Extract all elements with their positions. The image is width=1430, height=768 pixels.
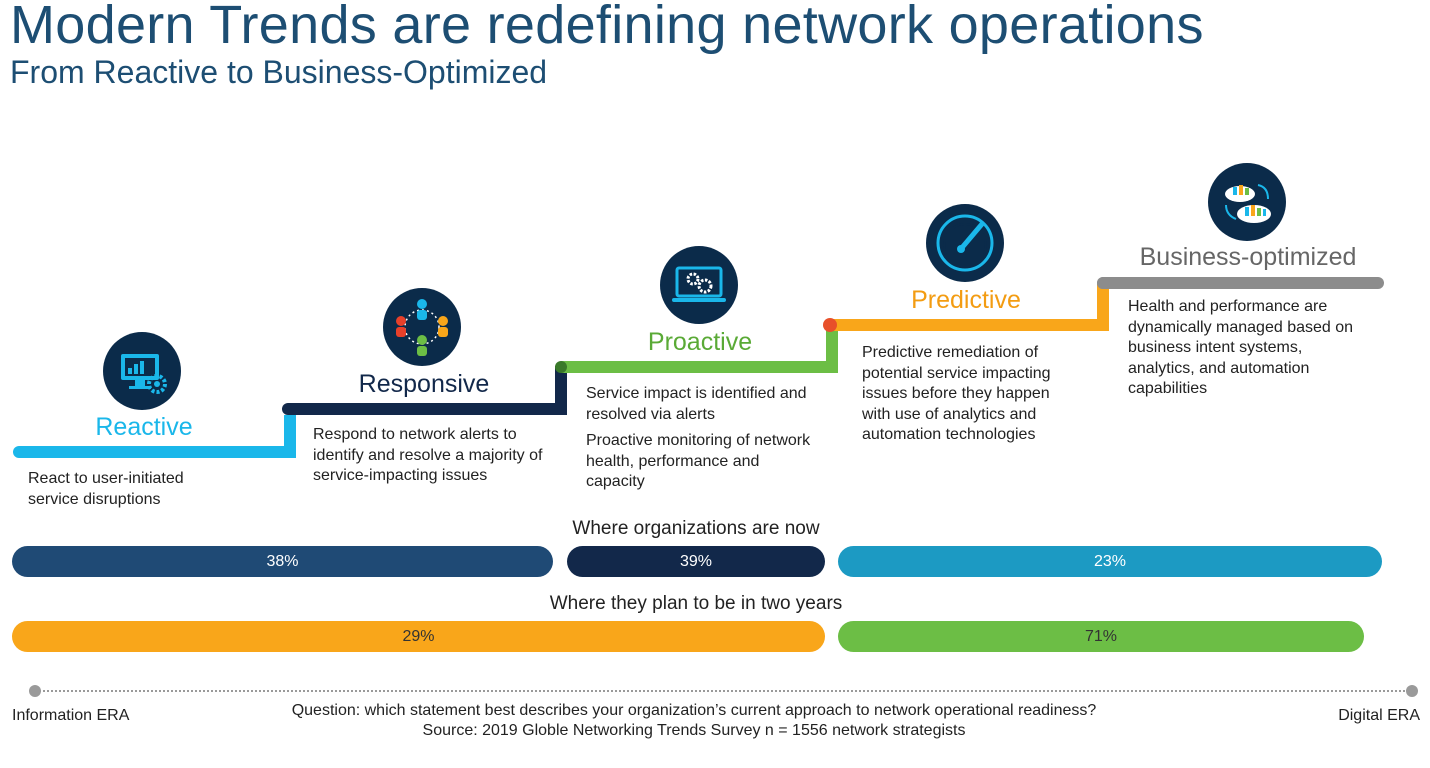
now-bar-reactive-responsive: 38%	[12, 546, 553, 577]
future-bar-up-to-proactive: 29%	[12, 621, 825, 652]
laptop-gears-icon	[660, 246, 738, 324]
page-subtitle: From Reactive to Business-Optimized	[10, 54, 548, 90]
step-reactive-line	[19, 415, 296, 458]
survey-question: Question: which statement best describes…	[291, 702, 1097, 719]
stage-description-proactive: Service impact is identified and resolve…	[586, 385, 811, 490]
stage-description-responsive: Respond to network alerts to identify an…	[313, 426, 543, 484]
survey-source: Source: 2019 Globle Networking Trends Su…	[422, 722, 966, 739]
stage-description-business-optimized: Health and performance are dynamically m…	[1128, 298, 1354, 397]
gauge-icon	[926, 204, 1004, 282]
step-predictive-line	[830, 283, 1109, 331]
step-proactive-dot	[555, 361, 567, 373]
era-timeline	[35, 690, 1413, 692]
step-responsive-line	[288, 366, 567, 415]
timeline-end-dot	[1406, 685, 1418, 697]
now-section-label: Where organizations are now	[572, 518, 820, 539]
stage-title-proactive: Proactive	[647, 328, 753, 356]
future-bar-predictive-business: 71%	[838, 621, 1364, 652]
step-reactive-dot	[13, 446, 25, 458]
cloud-sync-icon	[1208, 163, 1286, 241]
timeline-start-label: Information ERA	[12, 707, 130, 724]
now-bar-proactive: 39%	[567, 546, 825, 577]
step-proactive-line	[561, 324, 838, 373]
timeline-end-label: Digital ERA	[1338, 707, 1420, 724]
future-section-label: Where they plan to be in two years	[549, 593, 843, 614]
stage-title-reactive: Reactive	[95, 413, 193, 441]
stage-title-predictive: Predictive	[911, 286, 1021, 314]
monitor-gear-icon	[103, 332, 181, 410]
now-bar-predictive-business: 23%	[838, 546, 1382, 577]
stage-description-predictive: Predictive remediation of potential serv…	[862, 344, 1051, 443]
stage-description-reactive: React to user-initiated service disrupti…	[28, 470, 184, 508]
page-title: Modern Trends are redefining network ope…	[10, 0, 1204, 55]
step-business-dot	[1097, 277, 1109, 289]
stage-title-business-optimized: Business-optimized	[1139, 243, 1357, 271]
timeline-start-dot	[29, 685, 41, 697]
step-predictive-dot	[823, 318, 837, 332]
step-responsive-dot	[282, 403, 294, 415]
stage-title-responsive: Responsive	[358, 370, 490, 398]
people-network-icon	[383, 288, 461, 366]
